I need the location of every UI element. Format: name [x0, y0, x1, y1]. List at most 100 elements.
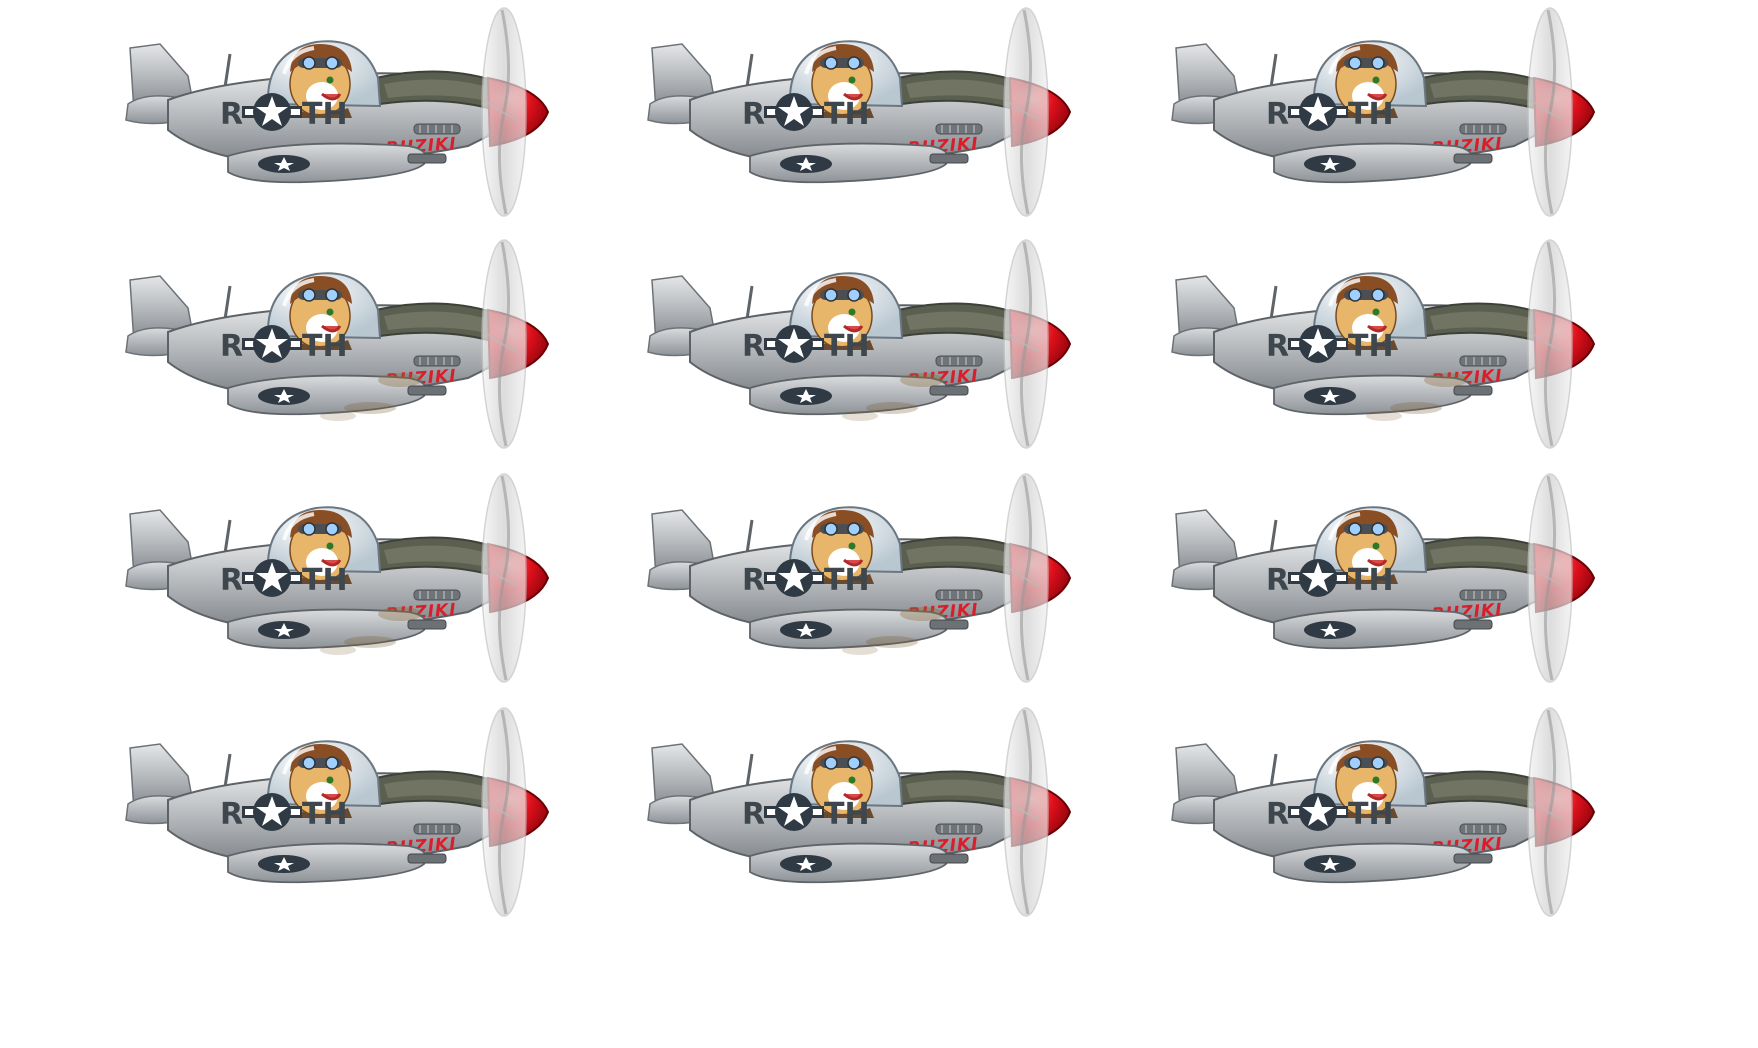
wing-gun	[929, 853, 969, 864]
tail-letters: TH	[302, 563, 348, 598]
wing-star-icon	[1304, 855, 1356, 873]
wing-gun	[1453, 853, 1493, 864]
plane-illustration: R TH RUZIKI	[1171, 7, 1596, 217]
wing	[749, 842, 949, 884]
sprite-frame-6: R TH RUZIKI	[1154, 239, 1614, 480]
wing-gun	[407, 619, 447, 630]
sprite-frame-7: R TH RUZIKI	[108, 473, 568, 714]
tail-letters: TH	[302, 97, 348, 132]
engine-smoke	[842, 607, 944, 655]
wing-gun	[407, 385, 447, 396]
wing-gun	[1453, 153, 1493, 164]
tail-letters: TH	[1348, 797, 1394, 832]
tail-letters: TH	[824, 563, 870, 598]
plane-illustration: R TH RUZIKI	[125, 239, 550, 449]
nose-letter: R	[742, 329, 765, 364]
tail-letters: TH	[824, 329, 870, 364]
nose-letter: R	[220, 329, 243, 364]
plane-illustration: R TH RUZIKI	[125, 7, 550, 217]
engine-smoke	[320, 373, 422, 421]
sprite-frame-8: R TH RUZIKI	[630, 473, 1090, 714]
plane-illustration: R TH RUZIKI	[647, 7, 1072, 217]
nose-letter: R	[220, 563, 243, 598]
tail-letters: TH	[1348, 97, 1394, 132]
sprite-frame-12: R TH RUZIKI	[1154, 707, 1614, 948]
sprite-frame-10: R TH RUZIKI	[108, 707, 568, 948]
cat-pilot-icon	[288, 44, 352, 118]
nose-letter: R	[742, 563, 765, 598]
wing	[1273, 608, 1473, 650]
wing-gun	[929, 619, 969, 630]
star-roundel	[1288, 793, 1348, 831]
sprite-frame-11: R TH RUZIKI	[630, 707, 1090, 948]
sprite-frame-9: R TH RUZIKI	[1154, 473, 1614, 714]
tail-letters: TH	[302, 797, 348, 832]
wing-gun	[929, 153, 969, 164]
plane-illustration: R TH RUZIKI	[125, 707, 550, 917]
wing-gun	[1453, 619, 1493, 630]
tail-letters: TH	[824, 797, 870, 832]
wing	[1273, 142, 1473, 184]
nose-letter: R	[1266, 97, 1289, 132]
star-roundel	[1288, 325, 1348, 363]
tail-letters: TH	[302, 329, 348, 364]
cat-pilot-icon	[1334, 44, 1398, 118]
tail-letters: TH	[1348, 563, 1394, 598]
nose-letter: R	[1266, 797, 1289, 832]
star-roundel	[764, 559, 824, 597]
wing-star-icon	[258, 387, 310, 405]
sprite-frame-5: R TH RUZIKI	[630, 239, 1090, 480]
wing	[227, 842, 427, 884]
star-roundel	[242, 793, 302, 831]
sprite-frame-1: R TH RUZIKI	[108, 7, 568, 248]
engine-smoke	[1366, 373, 1468, 421]
cat-pilot-icon	[288, 744, 352, 818]
nose-letter: R	[1266, 329, 1289, 364]
star-roundel	[242, 325, 302, 363]
wing-star-icon	[1304, 155, 1356, 173]
wing-gun	[1453, 385, 1493, 396]
engine-smoke	[320, 607, 422, 655]
wing	[227, 142, 427, 184]
nose-letter: R	[220, 97, 243, 132]
tail-letters: TH	[824, 97, 870, 132]
wing-star-icon	[780, 621, 832, 639]
star-roundel	[764, 325, 824, 363]
star-roundel	[1288, 559, 1348, 597]
wing-gun	[407, 153, 447, 164]
wing-star-icon	[1304, 387, 1356, 405]
cat-pilot-icon	[1334, 510, 1398, 584]
cat-pilot-icon	[1334, 744, 1398, 818]
sprite-frame-2: R TH RUZIKI	[630, 7, 1090, 248]
star-roundel	[764, 93, 824, 131]
nose-letter: R	[220, 797, 243, 832]
sprite-frame-3: R TH RUZIKI	[1154, 7, 1614, 248]
star-roundel	[764, 793, 824, 831]
wing-star-icon	[258, 155, 310, 173]
wing	[749, 142, 949, 184]
plane-illustration: R TH RUZIKI	[647, 707, 1072, 917]
plane-illustration: R TH RUZIKI	[1171, 239, 1596, 449]
plane-illustration: R TH RUZIKI	[125, 473, 550, 683]
star-roundel	[1288, 93, 1348, 131]
sprite-frame-4: R TH RUZIKI	[108, 239, 568, 480]
nose-letter: R	[1266, 563, 1289, 598]
plane-illustration: R TH RUZIKI	[647, 473, 1072, 683]
wing-star-icon	[780, 855, 832, 873]
wing-star-icon	[780, 155, 832, 173]
cat-pilot-icon	[810, 744, 874, 818]
wing-gun	[407, 853, 447, 864]
star-roundel	[242, 93, 302, 131]
nose-letter: R	[742, 97, 765, 132]
wing-star-icon	[1304, 621, 1356, 639]
wing	[1273, 842, 1473, 884]
wing-star-icon	[258, 621, 310, 639]
wing-star-icon	[780, 387, 832, 405]
tail-letters: TH	[1348, 329, 1394, 364]
wing-gun	[929, 385, 969, 396]
wing-star-icon	[258, 855, 310, 873]
plane-illustration: R TH RUZIKI	[1171, 473, 1596, 683]
star-roundel	[242, 559, 302, 597]
plane-illustration: R TH RUZIKI	[1171, 707, 1596, 917]
